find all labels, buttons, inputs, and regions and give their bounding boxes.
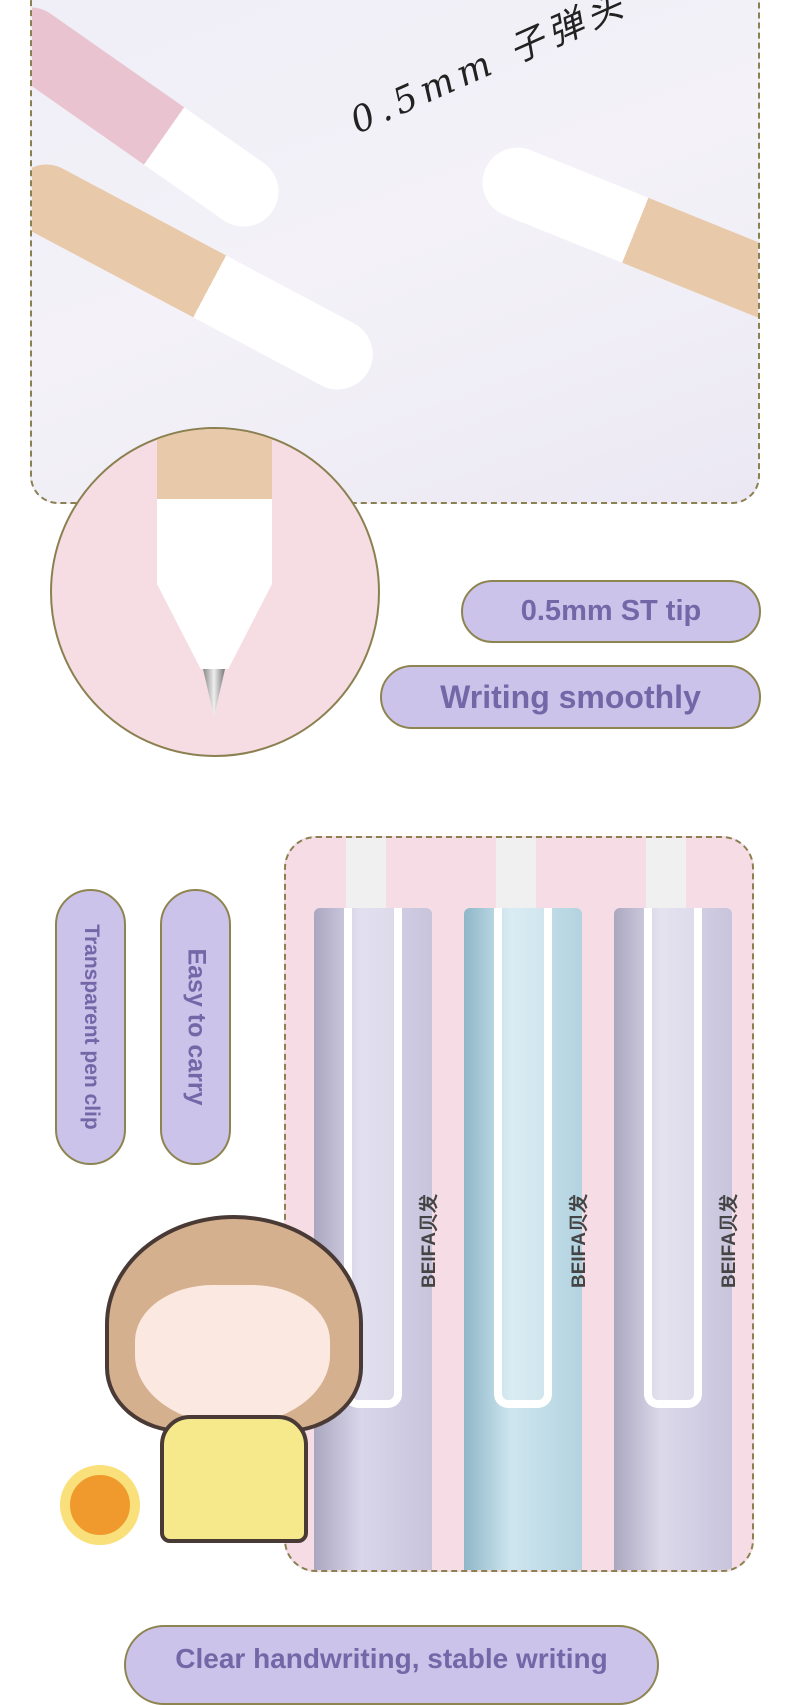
pen-barrel	[157, 429, 272, 499]
transparent-clip-label: Transparent pen clip	[79, 924, 103, 1130]
pen-tip	[157, 499, 272, 669]
brand-label: BEIFA贝发	[569, 1194, 590, 1288]
mascot-face	[135, 1285, 330, 1425]
tip-size-label: 0.5mm ST tip	[520, 595, 702, 627]
pen-image	[471, 137, 758, 337]
pen-clip	[644, 908, 702, 1408]
pen-2: BEIFA贝发	[464, 908, 590, 1570]
easy-carry-label: Easy to carry	[182, 948, 210, 1106]
easy-carry-badge: Easy to carry	[160, 889, 231, 1165]
pen-3: BEIFA贝发	[614, 908, 740, 1570]
tip-closeup	[50, 427, 380, 757]
pen-clip	[344, 908, 402, 1408]
clear-writing-badge: Clear handwriting, stable writing	[124, 1625, 659, 1705]
pen-1: BEIFA贝发	[314, 908, 440, 1570]
product-photo: 0.5mm 子弹头	[30, 0, 760, 504]
brand-label: BEIFA贝发	[419, 1194, 440, 1288]
transparent-clip-badge: Transparent pen clip	[55, 889, 126, 1165]
mascot-dress	[160, 1415, 308, 1543]
writing-smooth-label: Writing smoothly	[440, 678, 701, 715]
writing-smooth-badge: Writing smoothly	[380, 665, 761, 729]
tip-size-badge: 0.5mm ST tip	[461, 580, 761, 643]
flower-icon	[60, 1465, 140, 1545]
brand-label: BEIFA贝发	[719, 1194, 740, 1288]
handwriting-sample: 0.5mm 子弹头	[344, 0, 635, 143]
girl-mascot	[40, 1215, 370, 1585]
pen-caps	[286, 838, 752, 908]
pen-clip-photo: BEIFA贝发 BEIFA贝发 BEIFA贝发	[284, 836, 754, 1572]
pen-clip	[494, 908, 552, 1408]
clear-writing-label: Clear handwriting, stable writing	[175, 1643, 608, 1674]
pen-point	[203, 669, 225, 717]
